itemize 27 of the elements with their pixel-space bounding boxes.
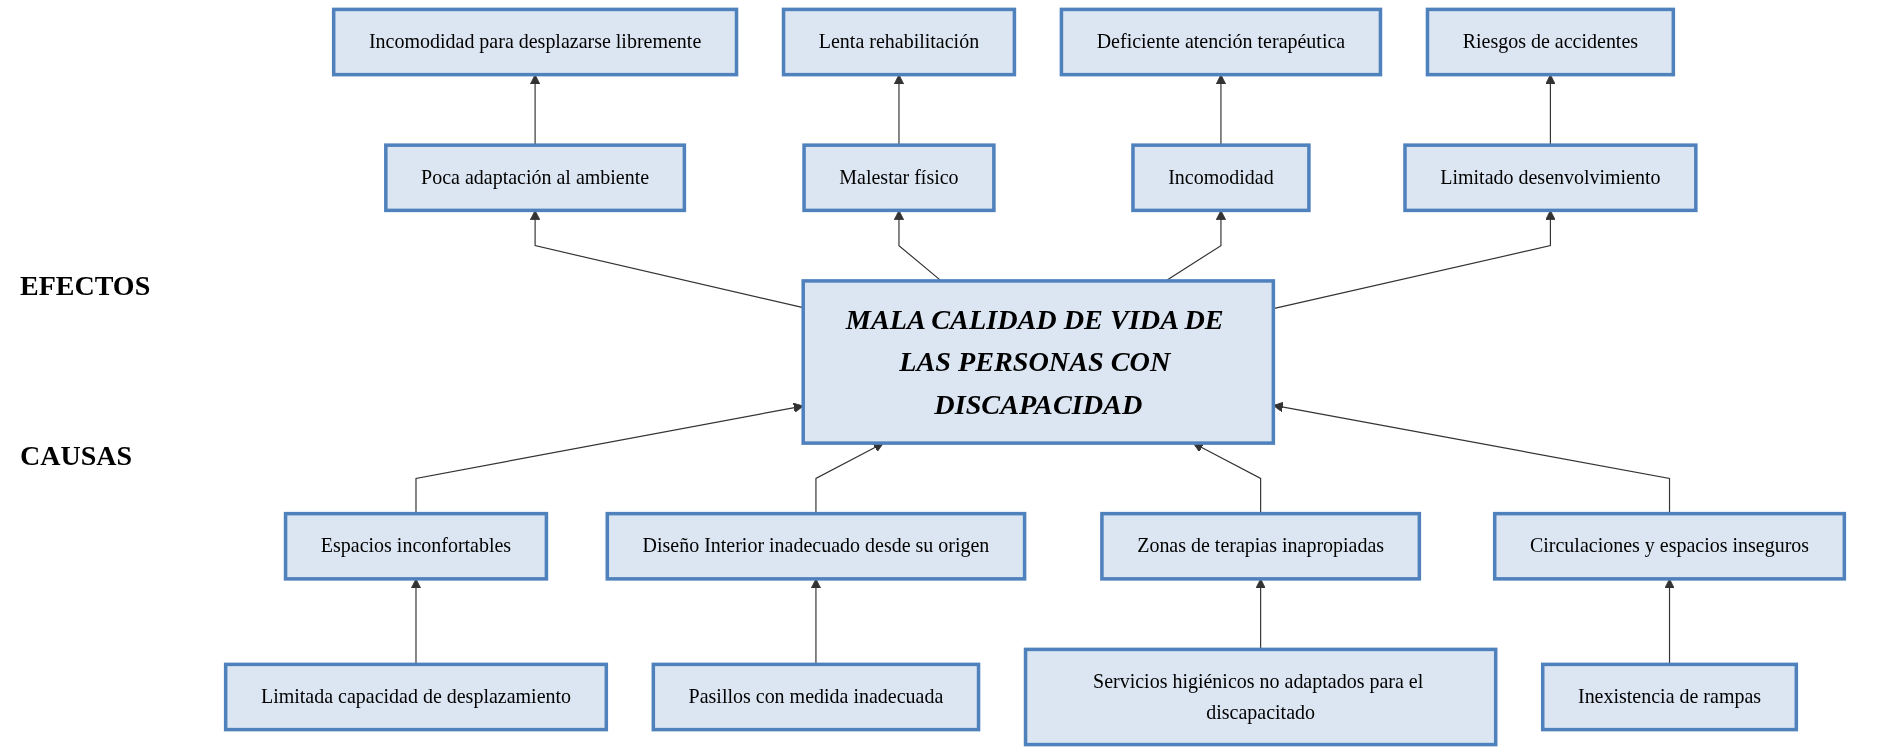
node-box: Espacios inconfortables	[283, 511, 549, 581]
node-box: Limitada capacidad de desplazamiento	[223, 662, 609, 732]
node-box: Lenta rehabilitación	[781, 7, 1017, 77]
node-box: Circulaciones y espacios inseguros	[1492, 511, 1847, 581]
arrow	[1545, 74, 1556, 146]
node-box: Incomodidad para desplazarse libremente	[331, 7, 739, 77]
arrow	[810, 578, 822, 665]
node-box: Pasillos con medida inadecuada	[651, 662, 981, 732]
node-box: MALA CALIDAD DE VIDA DE LAS PERSONAS CON DISCAPACIDAD	[801, 279, 1276, 445]
node-box: Limitado desenvolvimiento	[1403, 143, 1698, 213]
arrow	[1255, 578, 1266, 650]
node-box: Riesgos de accidentes	[1425, 7, 1676, 77]
node-box: Diseño Interior inadecuado desde su origen	[605, 511, 1027, 581]
node-box: Servicios higiénicos no adaptados para el discapacitado	[1023, 647, 1498, 747]
node-box: Deficiente atención terapéutica	[1059, 7, 1383, 77]
node-box: Incomodidad	[1131, 143, 1311, 213]
arrow	[893, 74, 905, 146]
section-label: EFECTOS	[20, 270, 151, 302]
arrow	[1215, 74, 1227, 146]
section-label: CAUSAS	[20, 440, 133, 472]
node-box: Poca adaptación al ambiente	[384, 143, 687, 213]
node-box: Malestar físico	[802, 143, 996, 213]
arrow	[529, 74, 541, 146]
node-box: Zonas de terapias inapropiadas	[1100, 511, 1422, 581]
arrow	[1664, 578, 1675, 665]
arrow	[410, 578, 422, 665]
node-box: Inexistencia de rampas	[1540, 662, 1799, 732]
